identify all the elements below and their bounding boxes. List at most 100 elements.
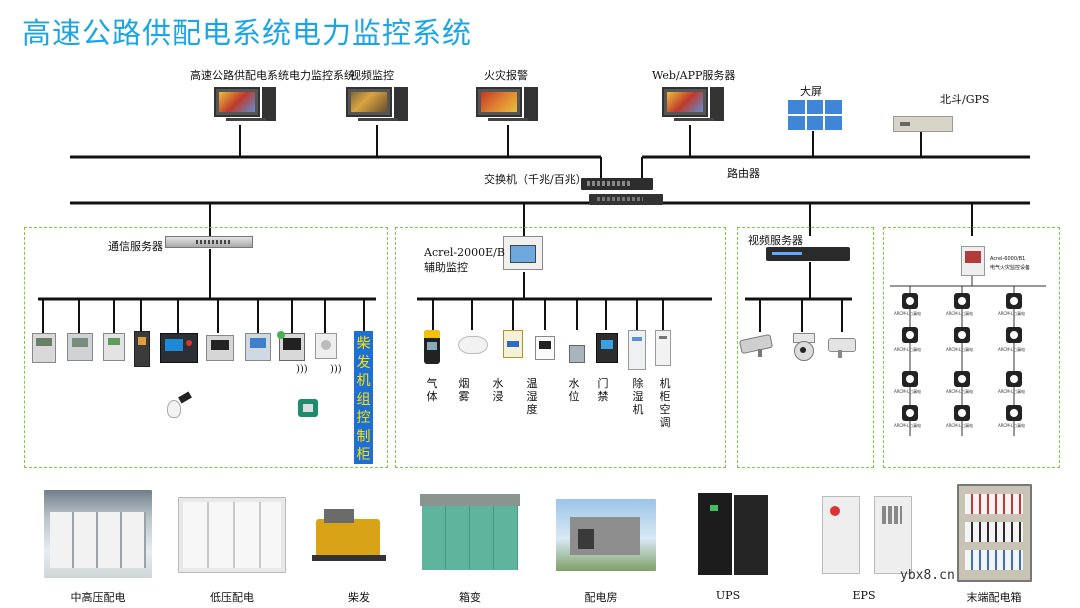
leakage-ct-icon [1006,371,1022,387]
equipment-label-lv: 低压配电 [210,591,254,604]
comm-zone [24,227,388,468]
equipment-label-hv: 中高压配电 [70,591,126,604]
leakage-ct-icon [954,327,970,343]
power-meter-icon [32,333,56,363]
equipment-label-box-transformer: 箱变 [459,591,481,604]
page-title: 高速公路供配电系统电力监控系统 [22,16,473,50]
video-wall-icon [788,100,842,130]
video-monitor-label: 视频监控 [350,69,394,82]
leakage-ct-icon [902,405,918,421]
diesel-generator-image [312,505,386,565]
equipment-label-eps: EPS [852,589,876,602]
wireless-icon: ))) [296,364,308,375]
ct-label: ARCM-L□漏电 [998,347,1026,352]
water-leak-sensor-icon [503,330,523,358]
wireless-icon: ))) [330,364,342,375]
workstation-icon [346,87,408,127]
equipment-label-terminal-box: 末端配电箱 [966,591,1022,604]
beidou-gps-label: 北斗/GPS [940,93,990,106]
dome-camera-icon [790,333,816,361]
fire-alarm-label: 火灾报警 [484,69,528,82]
ptz-camera-icon [826,336,858,358]
hv-switchgear-image [44,490,152,578]
video-server-label: 视频服务器 [748,234,803,247]
workstation-icon [214,87,276,127]
big-screen-label: 大屏 [800,85,822,98]
leakage-ct-icon [1006,293,1022,309]
power-meter-icon [245,333,271,361]
equipment-label-substation: 配电房 [584,591,618,604]
ct-label: ARCM-L□漏电 [998,311,1026,316]
ct-label: ARCM-L□漏电 [946,389,974,394]
leakage-ct-icon [902,371,918,387]
sensor-label-water-level: 水位 [568,377,580,403]
ct-label: ARCM-L□漏电 [946,423,974,428]
protection-relay-icon [103,333,125,361]
comm-server-icon [165,236,253,248]
sensor-label-cabinet-ac: 机柜空调 [659,377,671,429]
sensor-label-access: 门禁 [597,377,609,403]
switch-device-icon [581,178,653,190]
protection-relay-icon [134,331,150,367]
wireless-temp-sensor-icon [167,388,193,418]
video-server-icon [766,247,850,261]
watermark: ybx8.cn [900,568,955,583]
genset-control-cabinet-label: 柴发机组控制柜 [354,331,373,464]
ct-label: ARCM-L□漏电 [998,423,1026,428]
acrel-6000-device-icon [961,246,985,276]
workstation-icon [662,87,724,127]
leakage-ct-icon [954,371,970,387]
acrel-6000-label: Acrel-6000/B1 [990,256,1026,262]
workstation-icon [476,87,538,127]
sensor-label-smoke: 烟雾 [458,377,470,403]
gps-device-icon [893,116,953,132]
eps-cabinet-image [822,496,914,574]
web-app-server-label: Web/APP服务器 [652,69,736,82]
ups-cabinet-image [698,493,770,575]
leakage-ct-icon [1006,327,1022,343]
router-label: 路由器 [727,167,760,180]
leakage-sensor-labels: ARCM-L□漏电 ARCM-L□漏电 ARCM-L□漏电 ARCM-L□漏电 … [894,311,1044,441]
power-meter-icon [67,333,93,361]
smoke-detector-icon [458,336,488,354]
router-device-icon [589,194,663,205]
leakage-ct-icon [902,327,918,343]
sensor-label-gas: 气体 [426,377,438,403]
temp-humidity-sensor-icon [535,336,555,360]
power-meter-icon [206,335,234,361]
aux-monitor-label: 辅助监控 [424,261,468,274]
acrel-2000e-label: Acrel-2000E/B [424,246,505,259]
ct-label: ARCM-L□漏电 [998,389,1026,394]
ct-label: ARCM-L□漏电 [894,347,922,352]
acrel-2000e-device-icon [503,236,543,270]
lv-switchgear-image [178,497,286,573]
box-transformer-image [420,494,520,572]
leakage-ct-icon [954,293,970,309]
leakage-ct-icon [1006,405,1022,421]
wireless-current-sensor-icon [296,395,322,421]
ct-label: ARCM-L□漏电 [894,389,922,394]
leakage-ct-icon [954,405,970,421]
ct-label: ARCM-L□漏电 [946,347,974,352]
temperature-sensor-icon [315,333,337,359]
ct-label: ARCM-L□漏电 [894,423,922,428]
ct-label: ARCM-L□漏电 [946,311,974,316]
wireless-meter-icon [277,331,305,361]
access-control-icon [596,333,618,363]
comm-server-label: 通信服务器 [108,240,163,253]
terminal-distribution-box-image [957,484,1032,582]
equipment-label-ups: UPS [715,589,741,602]
substation-building-image [556,499,656,571]
dehumidifier-icon [628,330,646,370]
monitor-system-label: 高速公路供配电系统电力监控系统 [190,69,355,82]
fire-monitor-zone [883,227,1060,468]
leakage-sensor-grid [902,293,1032,438]
water-level-sensor-icon [569,345,585,363]
switch-label: 交换机（千兆/百兆） [484,173,587,186]
comprehensive-protection-icon [160,333,198,363]
sensor-label-temp-humidity: 温湿度 [526,377,538,416]
aux-monitor-zone [395,227,726,468]
gas-sensor-icon [424,330,440,364]
leakage-ct-icon [902,293,918,309]
bullet-camera-icon [738,333,778,357]
